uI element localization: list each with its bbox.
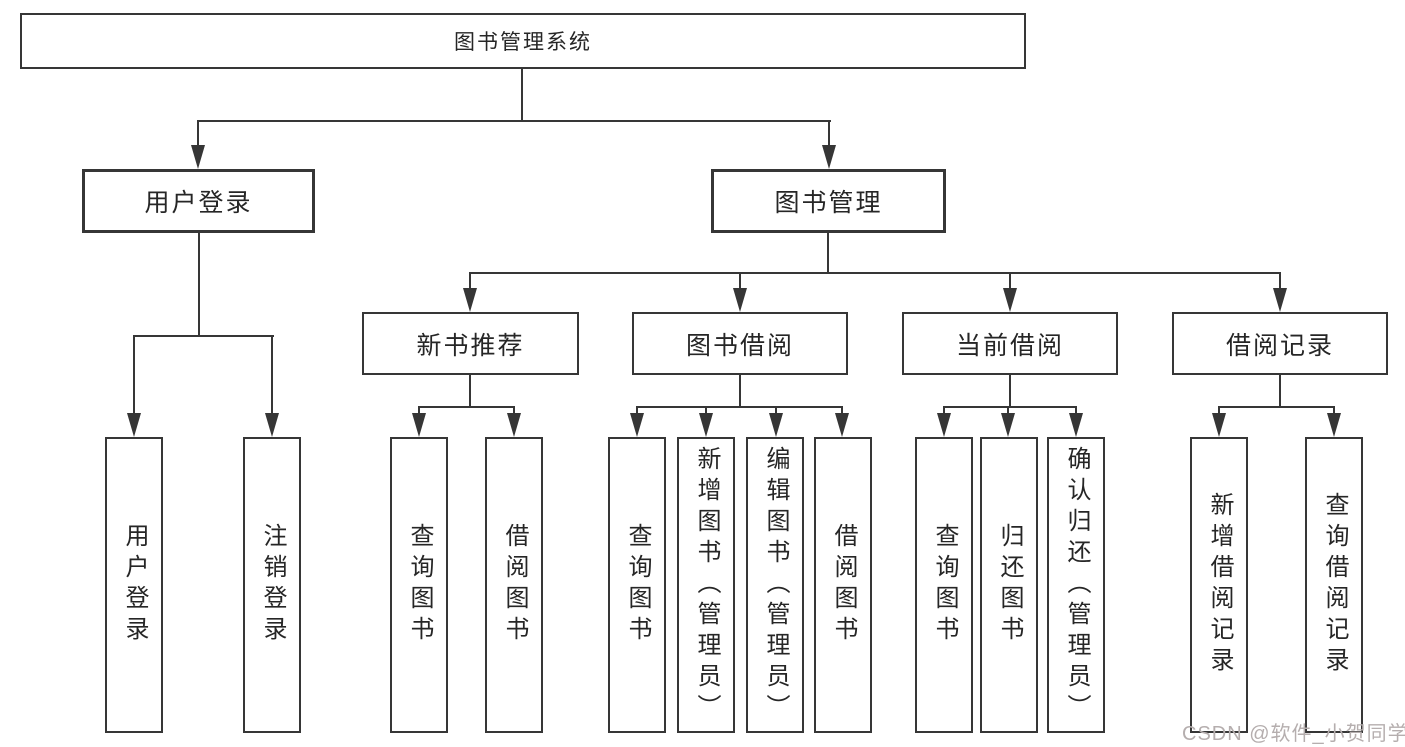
node-query-books: 查询图书: [608, 437, 666, 733]
node-label: 查询图书: [931, 523, 958, 647]
connector-line: [418, 406, 420, 414]
connector-line: [418, 406, 515, 408]
arrowhead-down-icon: [822, 145, 836, 169]
node-label: 借阅图书: [501, 523, 528, 647]
node-borrow-books-recommend: 借阅图书: [485, 437, 543, 733]
connector-line: [775, 406, 777, 414]
connector-line: [1007, 406, 1009, 414]
node-label: 查询借阅记录: [1321, 492, 1348, 678]
connector-line: [739, 375, 741, 406]
connector-line: [513, 406, 515, 414]
connector-line: [469, 272, 471, 291]
arrowhead-down-icon: [412, 413, 426, 437]
connector-line: [943, 406, 1077, 408]
connector-line: [197, 120, 199, 149]
node-label: 确认归还（管理员）: [1063, 445, 1090, 725]
arrowhead-down-icon: [1003, 288, 1017, 312]
node-label: 归还图书: [996, 523, 1023, 647]
node-book-management: 图书管理: [711, 169, 946, 233]
connector-line: [521, 69, 523, 120]
connector-line: [943, 406, 945, 414]
node-label: 借阅图书: [830, 523, 857, 647]
connector-line: [1279, 272, 1281, 291]
connector-line: [1279, 375, 1281, 406]
node-label: 查询图书: [406, 523, 433, 647]
connector-line: [469, 272, 1281, 274]
node-borrow-records: 借阅记录: [1172, 312, 1388, 375]
node-label: 借阅记录: [1225, 331, 1334, 360]
connector-line: [271, 335, 273, 414]
connector-line: [739, 272, 741, 291]
node-current-borrowing: 当前借阅: [902, 312, 1118, 375]
node-label: 新增借阅记录: [1206, 492, 1233, 678]
node-label: 用户登录: [144, 189, 253, 217]
connector-line: [705, 406, 707, 414]
arrowhead-down-icon: [1327, 413, 1341, 437]
arrowhead-down-icon: [937, 413, 951, 437]
node-label: 新书推荐: [416, 331, 525, 360]
node-label: 注销登录: [259, 523, 286, 647]
node-new-book-recommend: 新书推荐: [362, 312, 579, 375]
node-label: 图书管理: [774, 189, 883, 217]
node-query-books-current: 查询图书: [915, 437, 973, 733]
arrowhead-down-icon: [463, 288, 477, 312]
node-label: 查询图书: [624, 523, 651, 647]
arrowhead-down-icon: [630, 413, 644, 437]
arrowhead-down-icon: [835, 413, 849, 437]
node-query-books-recommend: 查询图书: [390, 437, 448, 733]
node-return-books: 归还图书: [980, 437, 1038, 733]
arrowhead-down-icon: [265, 413, 279, 437]
node-borrow-books: 借阅图书: [814, 437, 872, 733]
connector-line: [1333, 406, 1335, 414]
arrowhead-down-icon: [1001, 413, 1015, 437]
arrowhead-down-icon: [699, 413, 713, 437]
node-confirm-return-admin: 确认归还（管理员）: [1047, 437, 1105, 733]
connector-line: [841, 406, 843, 414]
connector-line: [1009, 375, 1011, 406]
connector-line: [197, 120, 831, 122]
node-library-system: 图书管理系统: [20, 13, 1026, 69]
connector-line: [1075, 406, 1077, 414]
node-book-borrowing: 图书借阅: [632, 312, 848, 375]
connector-line: [133, 335, 274, 337]
connector-line: [636, 406, 638, 414]
node-label: 用户登录: [121, 523, 148, 647]
connector-line: [828, 120, 830, 149]
connector-line: [827, 233, 829, 272]
arrowhead-down-icon: [1212, 413, 1226, 437]
watermark-text: CSDN @软件_小贺同学: [1182, 723, 1405, 745]
node-label: 当前借阅: [955, 331, 1064, 360]
connector-line: [1009, 272, 1011, 291]
arrowhead-down-icon: [507, 413, 521, 437]
node-label: 图书管理系统: [454, 31, 592, 54]
arrowhead-down-icon: [1273, 288, 1287, 312]
node-add-books-admin: 新增图书（管理员）: [677, 437, 735, 733]
arrowhead-down-icon: [1069, 413, 1083, 437]
arrowhead-down-icon: [769, 413, 783, 437]
connector-line: [636, 406, 843, 408]
arrowhead-down-icon: [127, 413, 141, 437]
connector-line: [1218, 406, 1220, 414]
node-logout: 注销登录: [243, 437, 301, 733]
connector-line: [1218, 406, 1335, 408]
node-query-borrow-record: 查询借阅记录: [1305, 437, 1363, 733]
node-edit-books-admin: 编辑图书（管理员）: [746, 437, 804, 733]
node-label: 图书借阅: [685, 331, 794, 360]
connector-line: [198, 233, 200, 335]
node-user-login: 用户登录: [105, 437, 163, 733]
node-add-borrow-record: 新增借阅记录: [1190, 437, 1248, 733]
node-label: 新增图书（管理员）: [693, 445, 720, 725]
arrowhead-down-icon: [191, 145, 205, 169]
connector-line: [133, 335, 135, 414]
node-user-login-group: 用户登录: [82, 169, 315, 233]
arrowhead-down-icon: [733, 288, 747, 312]
connector-line: [469, 375, 471, 406]
node-label: 编辑图书（管理员）: [762, 445, 789, 725]
